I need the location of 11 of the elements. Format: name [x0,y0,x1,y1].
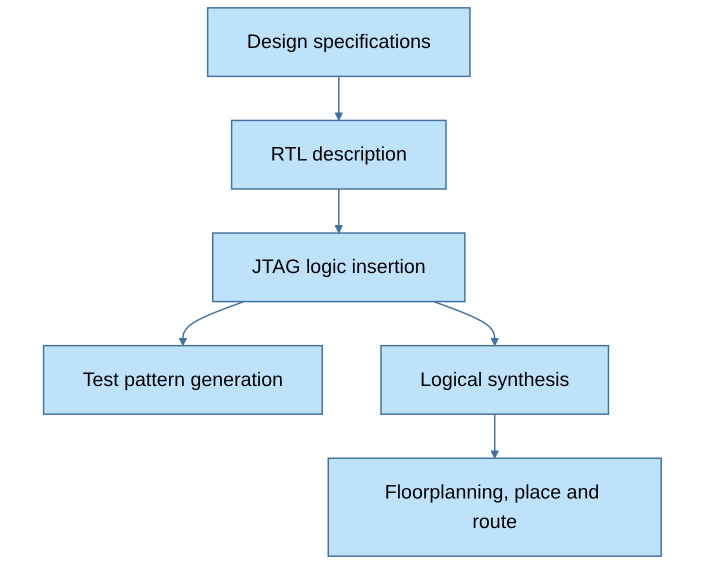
arrow [434,300,500,346]
node-box: Logical synthesis [380,344,610,415]
arrow [178,300,244,346]
node-box: Design specifications [207,7,471,78]
node-box: Floorplanning, place and route [328,458,662,557]
arrow [490,414,500,459]
arrow [334,188,344,234]
node-box: JTAG logic insertion [212,232,466,302]
node-box: Test pattern generation [42,344,324,415]
arrow [334,76,344,121]
node-box: RTL description [231,120,447,190]
